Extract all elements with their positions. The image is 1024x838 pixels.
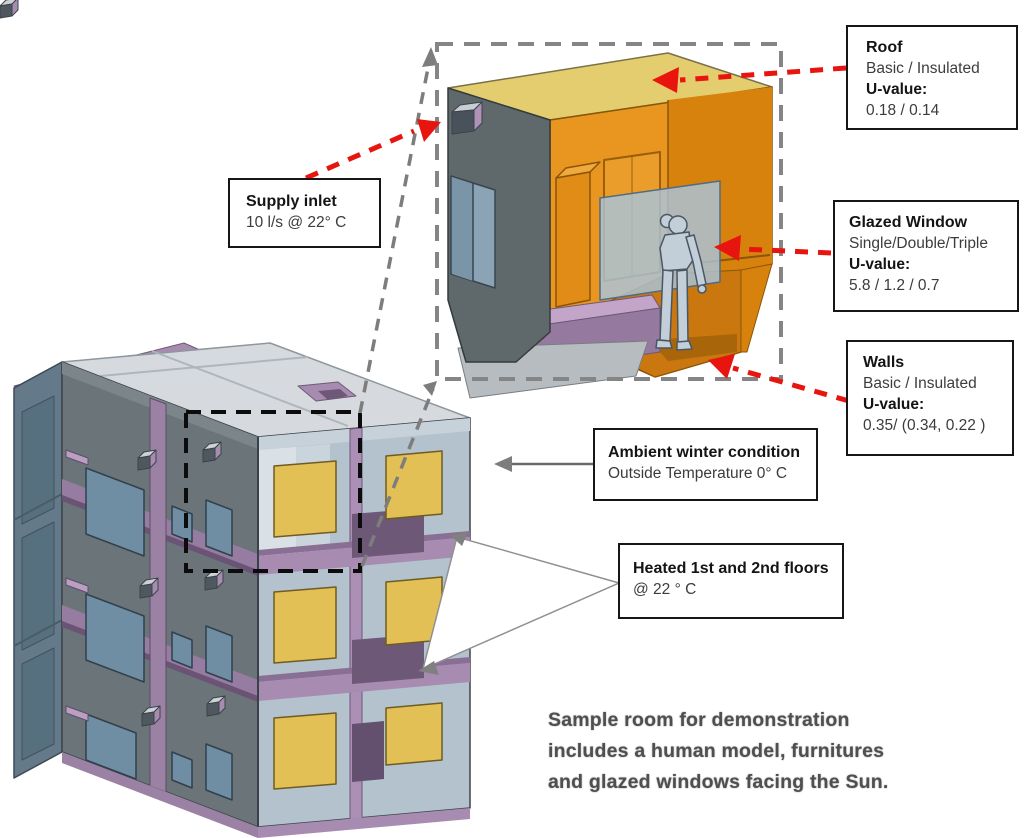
glazed-window-arrow	[714, 235, 832, 261]
building-left-end-wall	[13, 361, 63, 779]
caption-line-2: includes a human model, furnitures	[548, 740, 885, 762]
walls-uvalue: 0.35/ (0.34, 0.22 )	[863, 417, 986, 434]
walls-callout-title: Walls	[863, 354, 905, 371]
supply-inlet-cube	[451, 101, 483, 135]
ambient-callout-title: Ambient winter condition	[608, 444, 800, 461]
roof-callout-subtitle: Basic / Insulated	[866, 60, 980, 77]
room-outer-wall	[447, 87, 551, 363]
projection-arrowhead	[423, 381, 437, 396]
walls-uvalue-label: U-value:	[863, 396, 925, 413]
building-left-facade	[61, 361, 259, 828]
right-facade-windows	[273, 450, 443, 790]
room-outline	[435, 42, 783, 381]
heated-floors-callout-wedge	[418, 532, 622, 675]
glazed-callout-subtitle: Single/Double/Triple	[849, 235, 989, 252]
building-model	[0, 0, 471, 838]
walls-callout-subtitle: Basic / Insulated	[863, 375, 977, 392]
projection-arrowhead	[422, 47, 438, 67]
walls-arrow	[708, 354, 850, 404]
heated-callout-value: @ 22 ° C	[633, 581, 697, 598]
roof-uvalue: 0.18 / 0.14	[866, 102, 940, 119]
supply-callout-value: 10 l/s @ 22° C	[246, 214, 347, 231]
heated-floors-callout: Heated 1st and 2nd floors @ 22 ° C	[618, 543, 844, 619]
diagram-caption: Sample room for demonstration includes a…	[548, 705, 889, 798]
building-right-facade	[257, 417, 471, 828]
glazed-callout-title: Glazed Window	[849, 214, 968, 231]
glazed-window-pane	[599, 180, 721, 301]
supply-callout-title: Supply inlet	[246, 193, 337, 210]
supply-inlet-arrow	[305, 119, 441, 181]
roof-callout: Roof Basic / Insulated U-value: 0.18 / 0…	[846, 25, 1018, 130]
heated-callout-title: Heated 1st and 2nd floors	[633, 560, 829, 577]
left-facade-windows	[85, 467, 233, 801]
ambient-arrow	[494, 456, 593, 472]
glazed-uvalue-label: U-value:	[849, 256, 911, 273]
roof-uvalue-label: U-value:	[866, 81, 928, 98]
human-model	[655, 213, 707, 351]
roof-callout-title: Roof	[866, 39, 903, 56]
annotation-arrows	[305, 65, 850, 404]
sample-room-model	[447, 52, 773, 399]
zoom-source-outline	[184, 410, 362, 573]
caption-line-1: Sample room for demonstration	[548, 709, 850, 731]
glazed-uvalue: 5.8 / 1.2 / 0.7	[849, 277, 940, 294]
roof-arrow	[652, 65, 847, 93]
walls-callout: Walls Basic / Insulated U-value: 0.35/ (…	[846, 340, 1014, 456]
caption-line-3: and glazed windows facing the Sun.	[548, 771, 889, 793]
left-facade-vent-bars	[65, 449, 89, 722]
zoom-projection-lines	[358, 47, 438, 567]
ambient-condition-callout: Ambient winter condition Outside Tempera…	[593, 428, 818, 501]
glazed-window-callout: Glazed Window Single/Double/Triple U-val…	[833, 200, 1019, 312]
ambient-callout-value: Outside Temperature 0° C	[608, 465, 788, 482]
supply-inlet-callout: Supply inlet 10 l/s @ 22° C	[228, 178, 381, 248]
inlet-cube	[0, 0, 19, 19]
